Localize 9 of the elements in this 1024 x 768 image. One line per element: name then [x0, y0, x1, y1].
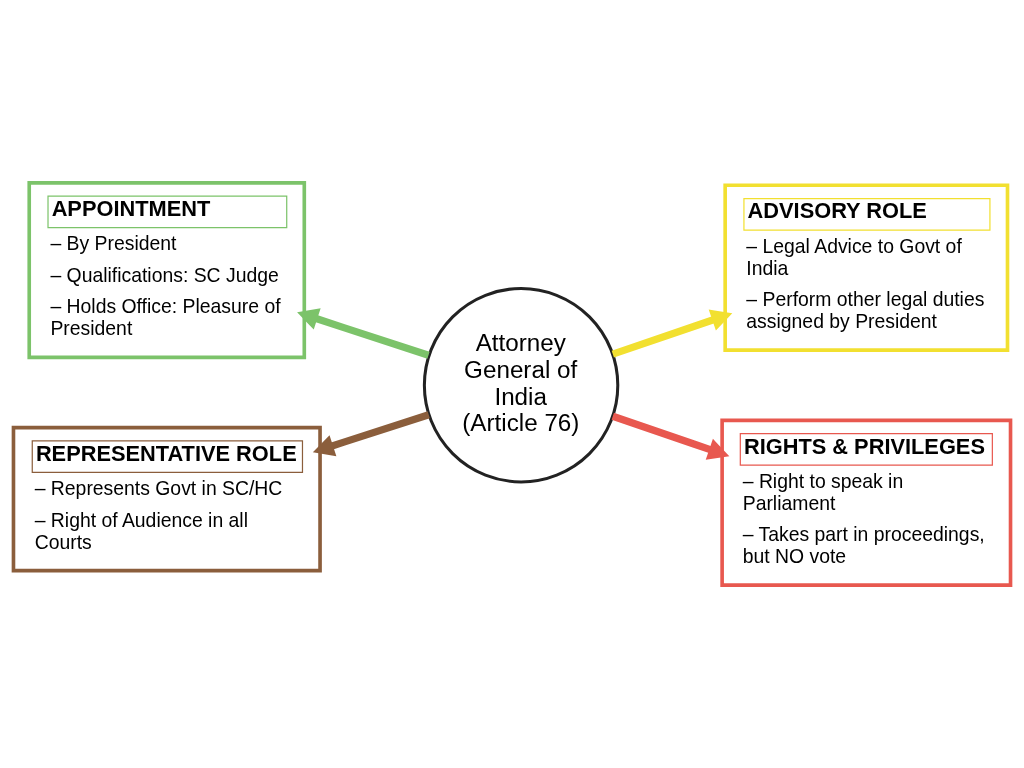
arrow	[297, 308, 430, 359]
node-box: RIGHTS & PRIVILEGES – Right to speak in Parliament – Takes part in proceedings, but NO vote	[720, 418, 1013, 587]
node-box: APPOINTMENT – By President – Qualifications: SC Judge – Holds Office: Pleasure of President	[27, 181, 307, 360]
node-box: REPRESENTATIVE ROLE – Represents Govt in SC/HC – Right of Audience in all Courts	[11, 425, 322, 573]
node-box: ADVISORY ROLE – Legal Advice to Govt of India – Perform other legal duties assigned by President	[723, 183, 1010, 352]
arrow	[611, 412, 730, 460]
arrow	[312, 411, 430, 457]
node-circle: Attorney General of India (Article 76)	[422, 287, 620, 484]
arrow	[611, 309, 733, 358]
